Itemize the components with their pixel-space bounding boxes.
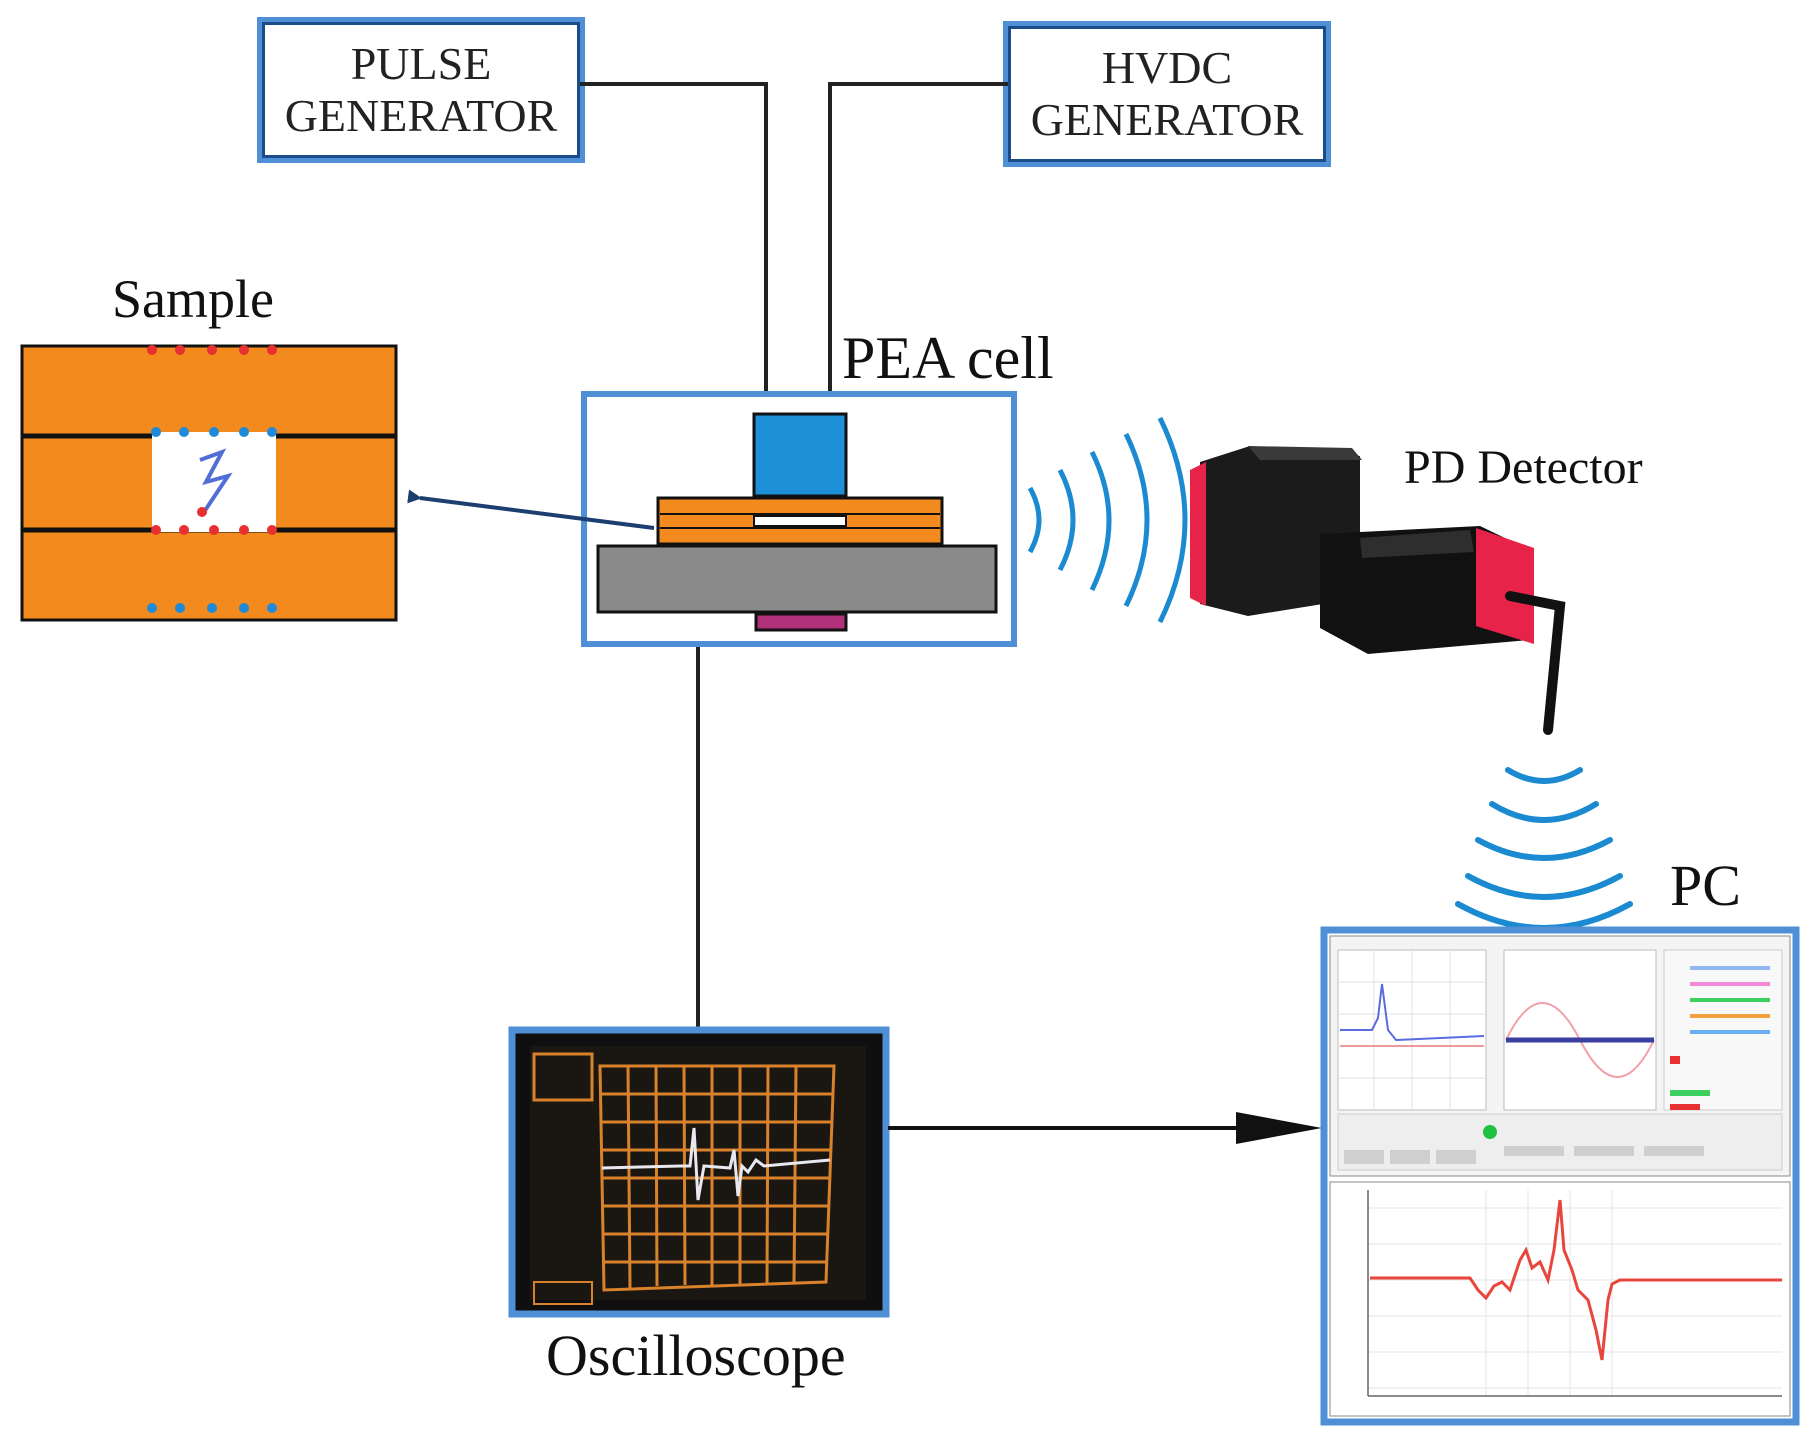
acoustic-waves: [1027, 416, 1188, 624]
top-electrode: [752, 412, 848, 498]
oscilloscope-label: Oscilloscope: [546, 1323, 846, 1388]
pulse-generator-box: PULSE GENERATOR: [257, 17, 585, 163]
detector-antenna: [1505, 591, 1566, 735]
cavity-charges-red: [151, 507, 277, 535]
pea-cell-label: PEA cell: [842, 325, 1054, 391]
surface-charges-top: [147, 345, 277, 355]
sample-label: Sample: [112, 269, 274, 329]
pulse-wire: [580, 82, 768, 412]
hvdc-generator-label-line1: HVDC: [1101, 42, 1233, 93]
pc-screen: [1320, 926, 1800, 1426]
wireless-waves: [1455, 767, 1633, 931]
generator-wires: [580, 82, 1008, 1028]
pulse-generator-label-line2: GENERATOR: [284, 90, 558, 141]
scope-trace: [601, 1127, 831, 1201]
cavity-charges-blue: [151, 427, 277, 437]
pc-trace: [1370, 1199, 1782, 1361]
pc-label: PC: [1670, 853, 1741, 918]
sample-arrow: [407, 489, 655, 530]
ground-electrode: [596, 544, 998, 614]
hvdc-wire: [828, 82, 1008, 412]
sample-schematic: [20, 344, 398, 622]
hvdc-generator-box: HVDC GENERATOR: [1003, 21, 1331, 167]
oscilloscope: [508, 1026, 890, 1318]
discharge-icon: [199, 448, 233, 514]
hvdc-generator-label-line2: GENERATOR: [1030, 94, 1304, 145]
pulse-generator-label-line1: PULSE: [350, 38, 492, 89]
scope-grid: [598, 1064, 836, 1292]
pd-detector-label: PD Detector: [1404, 441, 1643, 494]
pd-detector: [1190, 446, 1566, 735]
defect-cavity: [152, 432, 276, 532]
pea-cell: [581, 391, 1017, 647]
surface-charges-bottom: [147, 603, 277, 613]
sensor: [754, 612, 848, 632]
